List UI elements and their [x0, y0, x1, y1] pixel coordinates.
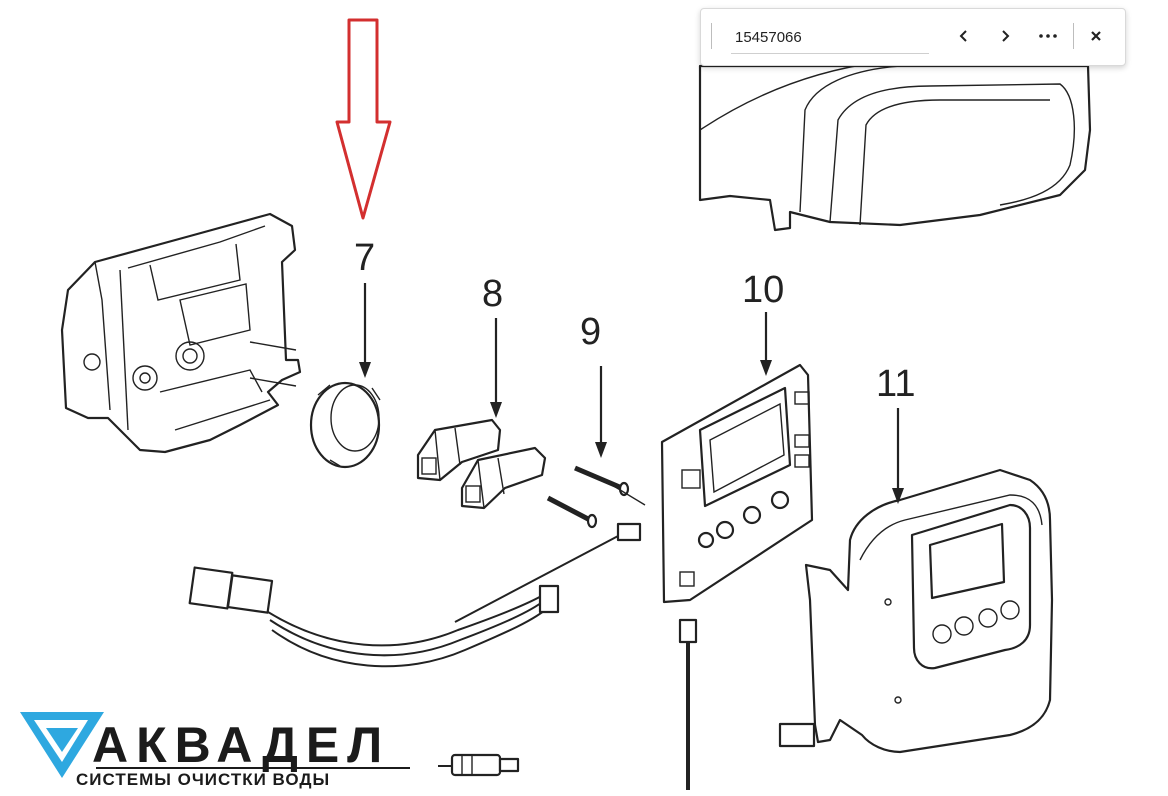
power-plug: [438, 753, 520, 777]
part-8-connectors: [416, 418, 547, 510]
find-bar-left-divider: [711, 23, 712, 49]
akvadel-logo: АКВАДЕЛ СИСТЕМЫ ОЧИСТКИ ВОДЫ: [20, 712, 410, 789]
label-9: 9: [580, 311, 601, 353]
part-10-circuit-board: [660, 363, 814, 604]
logo-name: АКВАДЕЛ: [92, 717, 390, 773]
part-11-front-cover: [778, 468, 1054, 754]
find-close-button[interactable]: [1082, 22, 1110, 50]
logo-tagline: СИСТЕМЫ ОЧИСТКИ ВОДЫ: [76, 770, 330, 789]
label-7: 7: [354, 237, 375, 279]
more-horizontal-icon: [1039, 34, 1057, 38]
chevron-right-icon: [1002, 30, 1010, 42]
find-next-button[interactable]: [991, 22, 1019, 50]
find-more-options-button[interactable]: [1034, 22, 1062, 50]
valve-body-housing: [60, 212, 302, 454]
highlight-arrow: [335, 18, 392, 220]
wire-harness: [188, 522, 642, 668]
find-bar: [700, 8, 1126, 66]
label-8: 8: [482, 273, 503, 315]
part-9-screws: [546, 465, 646, 529]
label-11: 11: [876, 363, 915, 405]
sensor-cable: [678, 618, 698, 790]
chevron-left-icon: [959, 30, 967, 42]
label-10: 10: [742, 269, 784, 311]
find-input[interactable]: [731, 21, 929, 54]
find-bar-divider: [1073, 23, 1074, 49]
find-previous-button[interactable]: [950, 22, 978, 50]
close-icon: [1091, 31, 1101, 41]
top-cover-part: [698, 61, 1092, 232]
part-7-ring: [309, 381, 381, 469]
